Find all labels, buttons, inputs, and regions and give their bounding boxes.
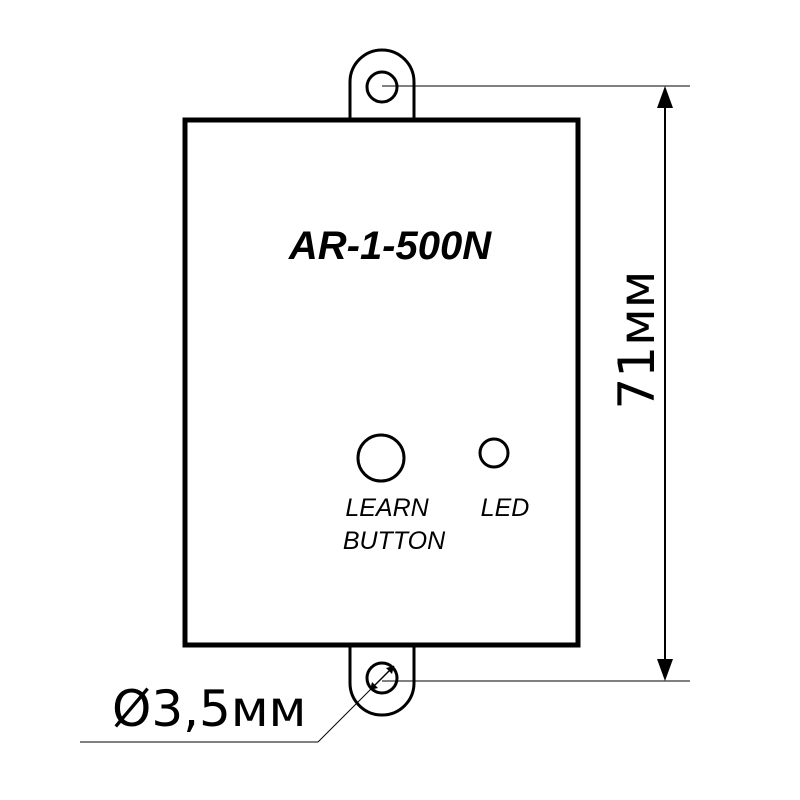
hole-diameter-callout: Ø3,5мм xyxy=(80,665,395,743)
hole-diameter-label: Ø3,5мм xyxy=(112,680,306,738)
diameter-arrow-outer-icon xyxy=(370,682,378,690)
diameter-arrow-inner-icon xyxy=(386,666,394,674)
leader-line-diagonal xyxy=(317,689,371,743)
model-label: AR-1-500N xyxy=(288,224,492,268)
device-body xyxy=(182,117,581,648)
height-dimension: 71мм xyxy=(382,85,690,682)
bottom-mounting-tab xyxy=(348,645,416,717)
arrow-up-icon xyxy=(657,86,673,108)
learn-button-label-line2: BUTTON xyxy=(343,527,446,555)
led-indicator xyxy=(478,437,510,469)
height-dimension-label: 71мм xyxy=(608,270,666,409)
learn-button xyxy=(356,433,406,483)
top-mounting-tab xyxy=(348,48,416,120)
led-label: LED xyxy=(481,494,530,522)
learn-button-label-line1: LEARN xyxy=(345,494,429,522)
top-mounting-hole xyxy=(365,70,399,104)
arrow-down-icon xyxy=(657,659,673,681)
